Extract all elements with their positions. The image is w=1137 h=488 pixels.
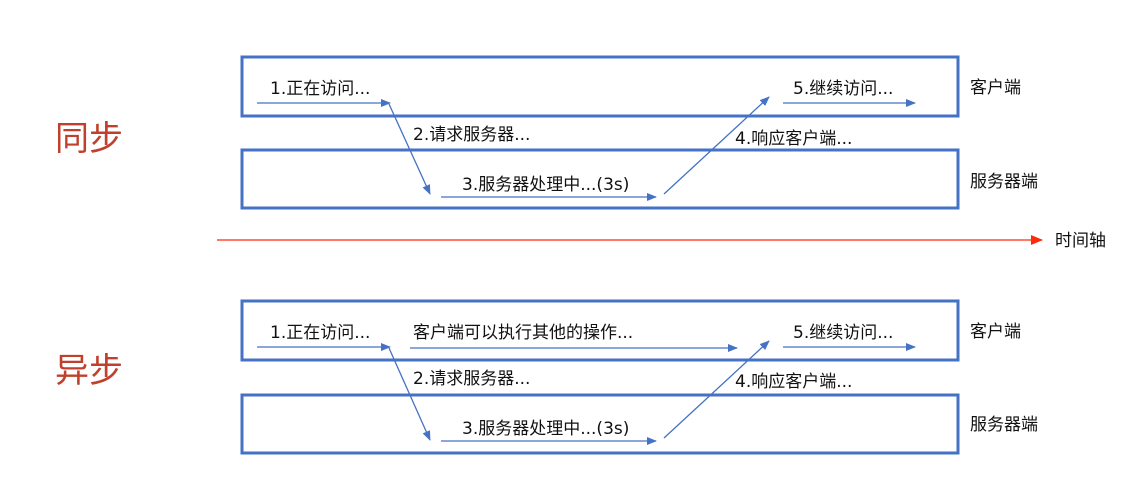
async-client-lane: [240, 299, 960, 362]
sync-step1-label: 1.正在访问...: [270, 79, 370, 99]
sync-step5-label: 5.继续访问...: [793, 79, 893, 99]
sync-section: 同步 客户端 服务器端 1.正在访问... 2.请求服务器... 3.服务器处理…: [55, 55, 1038, 210]
sync-step2-label: 2.请求服务器...: [413, 125, 530, 145]
async-step4-arrow: [663, 340, 770, 439]
async-server-label: 服务器端: [970, 415, 1038, 435]
async-client-label: 客户端: [970, 322, 1021, 342]
async-step4-label: 4.响应客户端...: [735, 372, 852, 392]
sync-step4-arrow: [663, 96, 770, 195]
async-section: 异步 客户端 服务器端 1.正在访问... 客户端可以执行其他的操作... 2.…: [55, 299, 1038, 455]
async-server-lane: [240, 393, 960, 455]
async-client-activity-label: 客户端可以执行其他的操作...: [413, 323, 633, 343]
sync-client-label: 客户端: [970, 78, 1021, 98]
async-step3-label: 3.服务器处理中...(3s): [462, 419, 629, 439]
sync-server-lane: [240, 148, 960, 210]
sync-client-lane: [240, 55, 960, 118]
sync-title: 同步: [55, 119, 123, 159]
sync-step3-label: 3.服务器处理中...(3s): [462, 175, 629, 195]
timeline: 时间轴: [217, 231, 1106, 251]
async-title: 异步: [55, 351, 123, 391]
sync-step4-label: 4.响应客户端...: [735, 129, 852, 149]
async-step5-label: 5.继续访问...: [793, 323, 893, 343]
async-step2-arrow: [388, 347, 431, 441]
timeline-label: 时间轴: [1055, 231, 1106, 251]
sync-server-label: 服务器端: [970, 172, 1038, 192]
async-step2-label: 2.请求服务器...: [413, 369, 530, 389]
sync-step2-arrow: [388, 103, 431, 195]
async-step1-label: 1.正在访问...: [270, 323, 370, 343]
